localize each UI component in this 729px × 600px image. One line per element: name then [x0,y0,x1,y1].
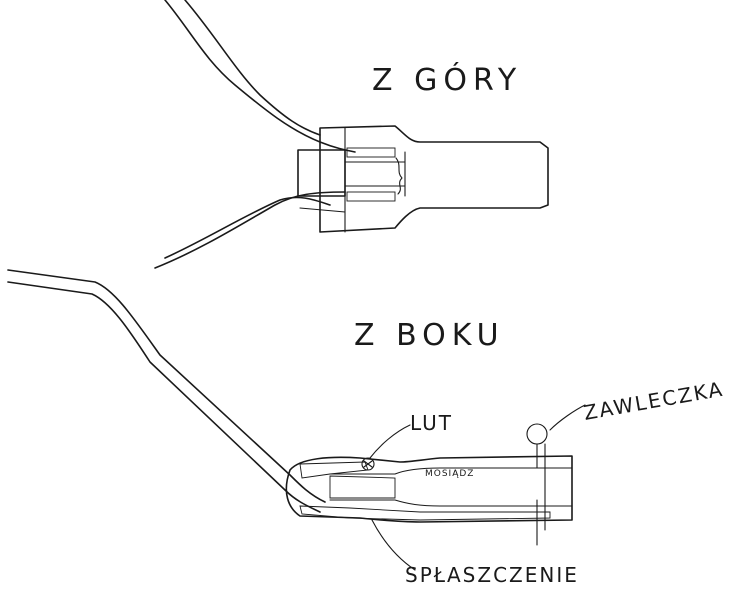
brass-label: MOSIĄDZ [425,469,474,479]
top-view-collar [297,149,346,197]
top-view-lower-wire [154,191,346,269]
side-view-solder-bottom [299,505,551,521]
solder-blob [361,457,375,471]
top-view-label: Z GÓRY [372,61,522,98]
cotter-pin-label: ZAWLECZKA [582,377,726,425]
side-view-drawing [7,269,586,571]
pin-leader [549,404,586,431]
flattening-leader [371,519,416,571]
side-view-brass-rod [329,467,573,507]
top-view-drawing [154,0,549,269]
top-view-solder-upper [346,147,396,158]
top-view-solder-lower [346,191,396,202]
top-view-tube [319,125,549,233]
top-view-solder-end [395,157,403,195]
side-view-tube [285,455,573,523]
top-view-lower-wire-edge [164,196,331,259]
side-view-label: Z BOKU [354,318,505,353]
side-view-solder-mid [329,475,396,499]
solder-leader [369,424,411,459]
solder-label: LUT [410,411,453,435]
top-view-bore [344,151,406,197]
top-view-upper-wire [164,0,356,153]
cotter-pin-shaft [536,443,546,546]
flattening-label: SPŁASZCZENIE [405,563,579,587]
side-view-wire-edge [7,281,321,513]
top-view-upper-wire-edge [184,0,321,136]
side-view-solder-top [299,461,369,479]
side-view-wire [7,269,326,503]
cotter-pin-head [526,423,548,445]
